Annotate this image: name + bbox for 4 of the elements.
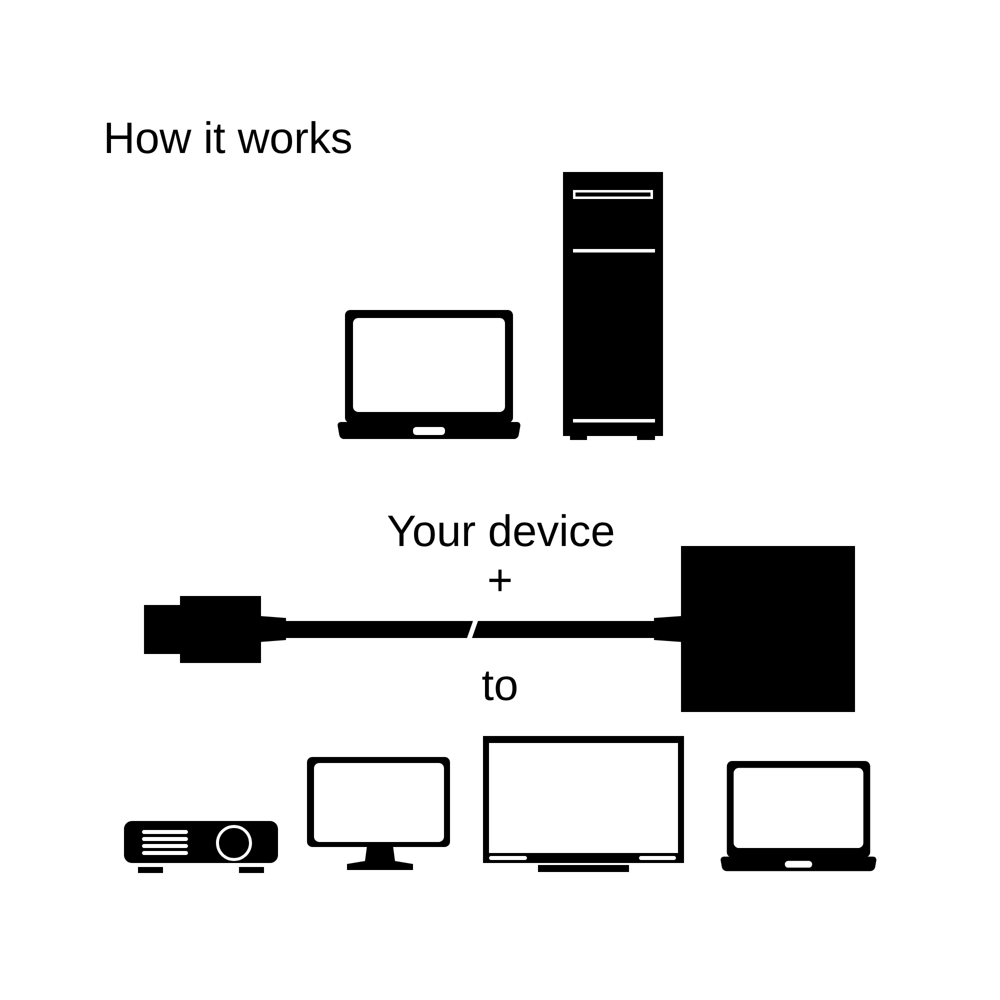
plus-sign: + — [489, 570, 511, 592]
heading: How it works — [106, 121, 351, 154]
text-label: to — [482, 672, 517, 700]
text-label: Your device — [388, 514, 614, 546]
